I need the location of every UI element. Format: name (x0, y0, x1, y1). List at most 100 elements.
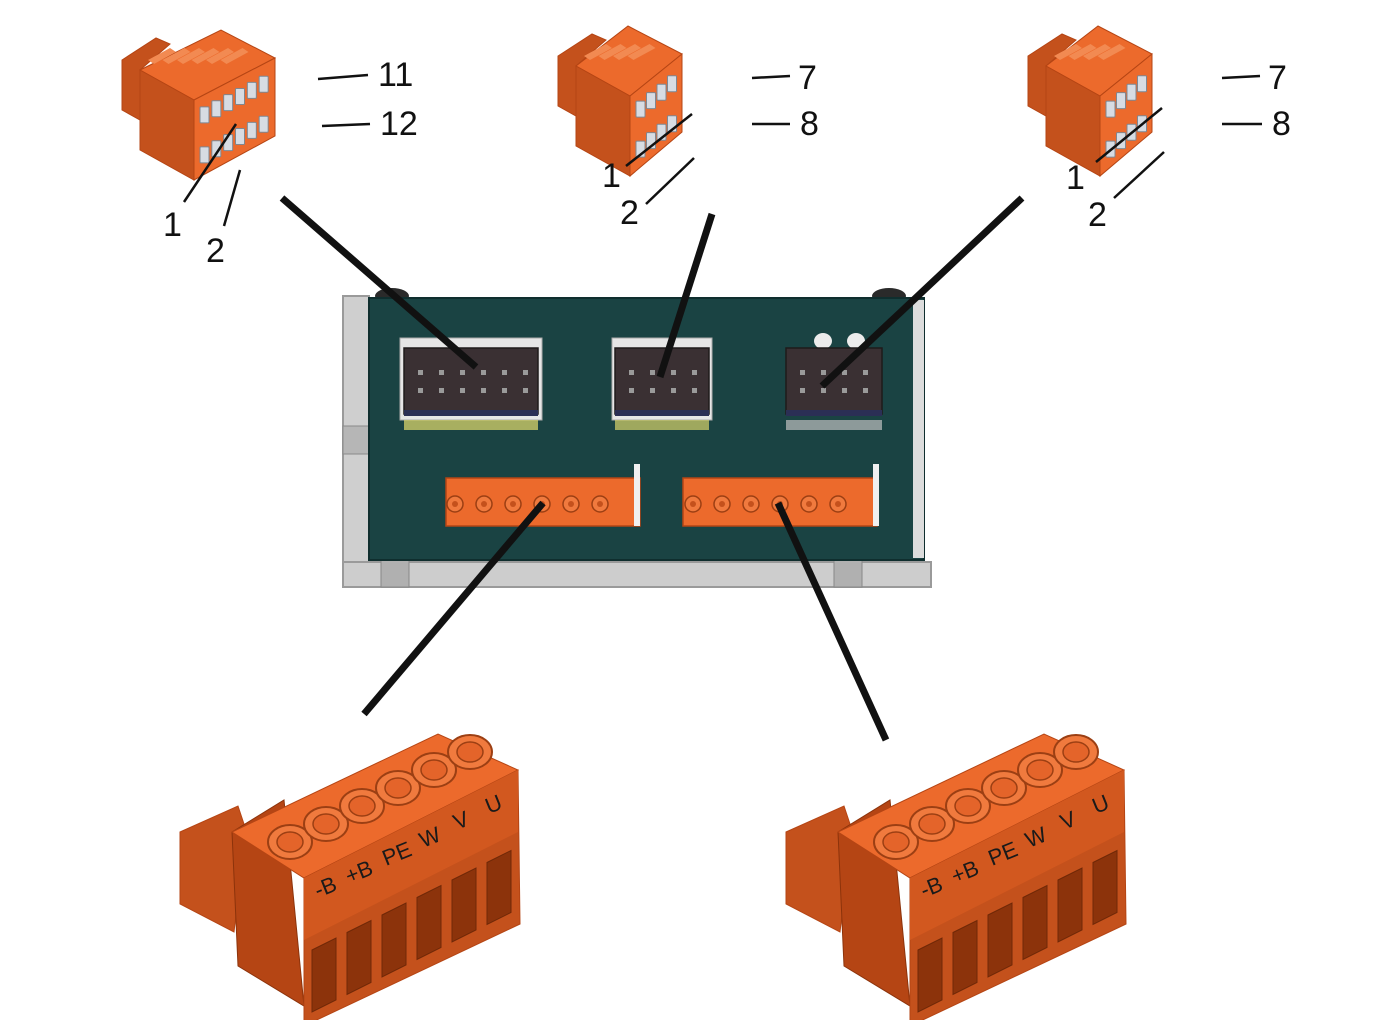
header-socket-12 (399, 337, 543, 430)
link-power-left (361, 500, 546, 717)
plug-rib (206, 48, 234, 64)
plug-rib (177, 48, 205, 64)
plug-rib (1083, 44, 1111, 60)
power-wire-entry (346, 919, 372, 996)
power-screw-hole (954, 795, 982, 817)
header-screw-center (806, 501, 812, 507)
rail-bottom (342, 561, 932, 588)
plug-contact (246, 121, 257, 139)
pin-label-7b: 7 (1268, 59, 1287, 97)
header-screw-center (835, 501, 841, 507)
socket-pin-hole (481, 388, 486, 393)
plug-rib (1054, 44, 1082, 60)
power-terminal-plug-left (179, 733, 521, 1020)
socket-pin-hole (460, 388, 465, 393)
leader-1 (182, 123, 238, 203)
power-screw-hole (348, 795, 376, 817)
plug-contact (223, 94, 234, 112)
plug-rib (598, 44, 627, 60)
power-screw-hole (384, 777, 412, 799)
socket-pin-hole (523, 388, 528, 393)
socket-pin-hole (692, 370, 697, 375)
socket-pin-hole (863, 370, 868, 375)
power-screw-hole (1062, 741, 1090, 763)
leader-11 (317, 73, 369, 81)
plug-rib (220, 48, 249, 64)
pin-label-2a: 2 (620, 194, 639, 232)
socket-pin-hole (629, 370, 634, 375)
header-socket-8b (785, 333, 883, 430)
pin-label-12: 12 (380, 105, 418, 143)
header-screw-center (568, 501, 574, 507)
plug-contact (1126, 83, 1137, 101)
power-wire-entry (952, 919, 978, 996)
power-screw-hole (1026, 759, 1054, 781)
pin-labels-12: 11 12 1 2 (163, 56, 418, 270)
header-screw-center (510, 501, 516, 507)
header-screw-center (597, 501, 603, 507)
power-wire-entry (311, 937, 337, 1013)
plug-rib (148, 48, 176, 64)
connection-lines (279, 195, 1025, 742)
socket-pin-hole (842, 370, 847, 375)
power-screw-hole (990, 777, 1018, 799)
plug-contact (199, 146, 210, 164)
link-8-pin-b (819, 195, 1025, 389)
pin-label-1b: 1 (1066, 159, 1085, 197)
plug-connector-8-pin-a (557, 25, 683, 178)
pin-labels-8a: 7 8 1 2 (602, 59, 819, 232)
leader-7a (751, 74, 791, 80)
socket-pin-holes (418, 370, 868, 393)
plug-rib (1097, 44, 1126, 60)
power-screw-hole (420, 759, 448, 781)
socket-pin-hole (439, 370, 444, 375)
socket-pin-hole (650, 370, 655, 375)
leader-2b (1113, 151, 1165, 199)
plug-rib (162, 48, 191, 64)
plug-rib (584, 44, 612, 60)
power-screw-hole (882, 831, 910, 853)
plug-contact (646, 92, 656, 110)
leader-7b (1221, 74, 1261, 80)
plug-contact (199, 106, 210, 124)
plug-contact (635, 100, 646, 118)
power-wire-entry (917, 937, 943, 1013)
socket-pin-hole (842, 388, 847, 393)
plug-rib (613, 44, 641, 60)
drive-board (342, 288, 932, 588)
pin-label-1a: 1 (602, 157, 621, 195)
plug-rib (627, 44, 656, 60)
socket-pin-hole (800, 388, 805, 393)
socket-pin-hole (481, 370, 486, 375)
pin-label-2b: 2 (1088, 196, 1107, 234)
power-wire-entry (451, 867, 477, 943)
plug-contact (1137, 75, 1147, 93)
plug-connector-12-pin (121, 29, 277, 181)
power-terminal-plug-right (785, 733, 1127, 1020)
socket-pin-hole (692, 388, 697, 393)
socket-pin-hole (502, 370, 507, 375)
socket-pin-hole (439, 388, 444, 393)
standoff-left (380, 557, 410, 588)
plug-rib (191, 48, 220, 64)
leader-1b (1095, 107, 1163, 163)
pin-label-7a: 7 (798, 59, 817, 97)
socket-pin-hole (671, 370, 676, 375)
rail-clip (342, 425, 370, 455)
socket-pin-hole (650, 388, 655, 393)
link-12-pin (279, 195, 479, 370)
pin-label-1: 1 (163, 206, 182, 244)
socket-pin-hole (629, 388, 634, 393)
power-screw-hole (312, 813, 340, 835)
power-screw-hole (918, 813, 946, 835)
power-wire-entry (416, 884, 442, 961)
socket-pin-hole (418, 388, 423, 393)
power-wire-entry (486, 849, 512, 926)
power-screw-hole (456, 741, 484, 763)
plug-rib (1068, 44, 1097, 60)
plug-contact (667, 75, 677, 93)
plug-contact (1116, 92, 1126, 110)
plug-contact (211, 100, 222, 118)
plug-contact (656, 83, 667, 101)
